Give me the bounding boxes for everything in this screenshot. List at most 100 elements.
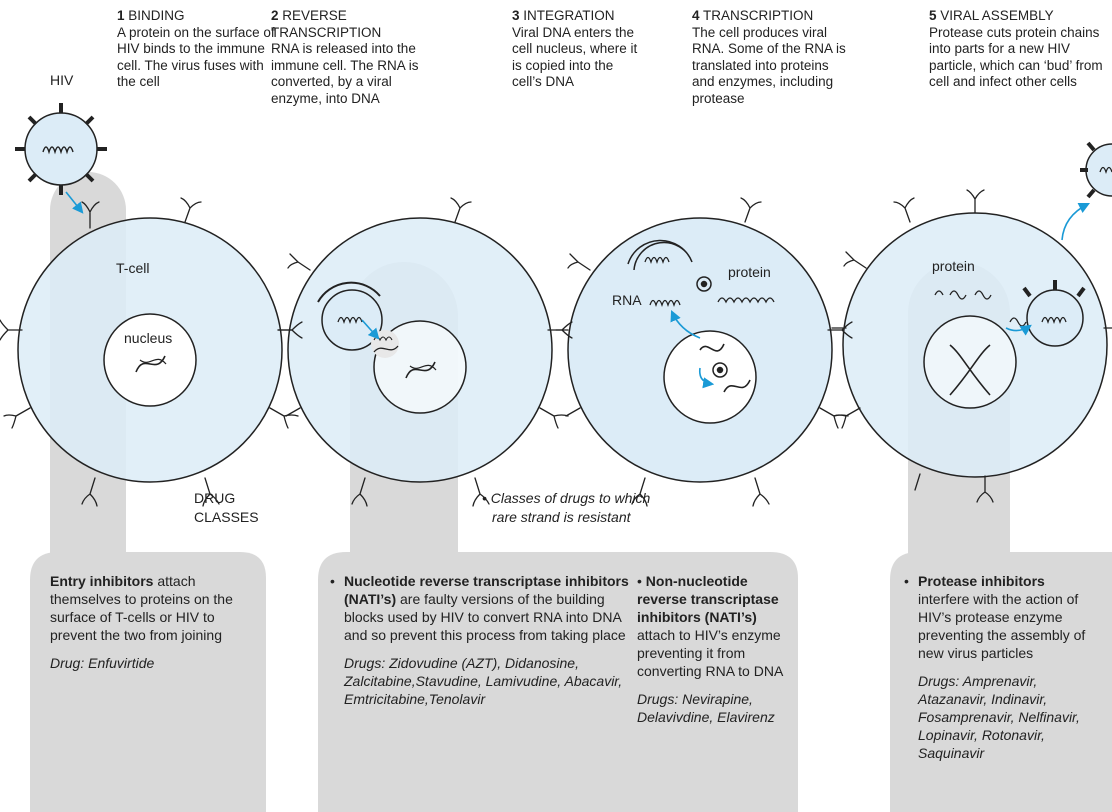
nucleus-label: nucleus bbox=[124, 330, 173, 346]
step-title: REVERSE TRANSCRIPTION bbox=[271, 8, 382, 40]
receptor-icon bbox=[539, 407, 569, 429]
dna-icon bbox=[139, 358, 167, 365]
drug-classes-label-line2: CLASSES bbox=[194, 509, 259, 525]
receptor-icon bbox=[752, 477, 770, 507]
protein-label-4: protein bbox=[728, 264, 771, 280]
step-4-caption: 4 TRANSCRIPTION The cell produces viral … bbox=[692, 8, 852, 108]
receptor-icon bbox=[472, 477, 490, 507]
step-description: RNA is released into the immune cell. Th… bbox=[271, 41, 419, 106]
dna-icon bbox=[699, 343, 725, 352]
receptor-icon bbox=[202, 477, 220, 507]
protease-text: • Protease inhibitors interfere with the… bbox=[904, 573, 1086, 661]
drug-class-bands bbox=[30, 172, 1112, 812]
cell-5 bbox=[842, 212, 1108, 478]
receptor-icon bbox=[893, 197, 915, 223]
receptor-icon bbox=[914, 473, 921, 491]
receptor-icon bbox=[966, 189, 985, 214]
receptor-icon bbox=[3, 407, 31, 429]
entry-inhibitors-desc: attach themselves to proteins on the sur… bbox=[50, 573, 233, 643]
nrti-title: Nucleotide reverse transcriptase inhibit… bbox=[344, 573, 629, 607]
dna-icon bbox=[949, 344, 991, 396]
step-number: 1 bbox=[117, 8, 125, 23]
entry-inhibitors-panel: Entry inhibitors attach themselves to pr… bbox=[50, 572, 240, 672]
receptor-icon bbox=[285, 407, 301, 417]
step-title: TRANSCRIPTION bbox=[703, 8, 814, 23]
protein-wave-icon bbox=[717, 297, 775, 304]
entry-inhibitors-text: Entry inhibitors attach themselves to pr… bbox=[50, 572, 240, 644]
resistance-note-line1: • Classes of drugs to which bbox=[482, 490, 651, 506]
receptor-icon bbox=[287, 253, 311, 271]
step-number: 3 bbox=[512, 8, 520, 23]
receptors bbox=[0, 189, 1112, 507]
receptor-icon bbox=[827, 321, 853, 339]
step-3-caption: 3 INTEGRATION Viral DNA enters the cell … bbox=[512, 8, 642, 91]
protein-fragments-icon bbox=[934, 290, 992, 300]
nucleus-5 bbox=[923, 315, 1017, 409]
step-description: The cell produces viral RNA. Some of the… bbox=[692, 24, 846, 106]
protease-desc: interfere with the action of HIV’s prote… bbox=[918, 591, 1086, 661]
binding-arrow bbox=[65, 191, 84, 214]
receptor-icon bbox=[81, 477, 98, 507]
step-number: 4 bbox=[692, 8, 700, 23]
receptor-icon bbox=[567, 253, 591, 271]
receptor-icon bbox=[565, 407, 581, 417]
step-title: INTEGRATION bbox=[523, 8, 615, 23]
cell-2 bbox=[287, 217, 553, 483]
resistance-note-line2: rare strand is resistant bbox=[492, 509, 631, 525]
nrti-text: • Nucleotide reverse transcriptase inhib… bbox=[330, 573, 629, 643]
step-description: Viral DNA enters the cell nucleus, where… bbox=[512, 24, 638, 90]
nrti-drugs: Drugs: Zidovudine (AZT), Didanosine, Zal… bbox=[344, 655, 623, 707]
protein-label-5: protein bbox=[932, 258, 975, 274]
step-number: 5 bbox=[929, 8, 937, 23]
receptor-icon bbox=[269, 407, 299, 429]
dna-icon bbox=[409, 364, 437, 371]
nrti-panel: • Nucleotide reverse transcriptase inhib… bbox=[330, 572, 630, 708]
step-description: Protease cuts protein chains into parts … bbox=[929, 24, 1103, 90]
receptor-icon bbox=[0, 319, 23, 341]
nnrti-panel: • Non-nucleotide reverse transcriptase i… bbox=[637, 572, 797, 726]
enzyme-icon bbox=[712, 362, 728, 378]
fused-membrane bbox=[627, 239, 693, 271]
dna-icons bbox=[135, 343, 991, 396]
budding-virus bbox=[1026, 289, 1084, 347]
nucleus-1 bbox=[103, 313, 197, 407]
protease-drugs: Drugs: Amprenavir, Atazanavir, Indinavir… bbox=[918, 673, 1080, 761]
tcell-label: T-cell bbox=[116, 260, 150, 276]
dna-icon bbox=[723, 379, 751, 393]
dna-icon bbox=[949, 344, 991, 396]
rna-squiggle-icon bbox=[649, 299, 681, 308]
entry-inhibitors-drugs: Drug: Enfuvirtide bbox=[50, 655, 155, 671]
nnrti-text: • Non-nucleotide reverse transcriptase i… bbox=[637, 573, 784, 679]
receptor-icon bbox=[180, 197, 202, 223]
enzyme-icon bbox=[696, 276, 712, 292]
entry-inhibitors-title: Entry inhibitors bbox=[50, 573, 154, 589]
receptor-icon bbox=[843, 251, 867, 269]
receptor-icon bbox=[833, 407, 861, 429]
step-2-caption: 2 REVERSE TRANSCRIPTION RNA is released … bbox=[271, 8, 421, 108]
band-entry-panel bbox=[30, 552, 266, 812]
released-virus bbox=[1085, 143, 1112, 197]
step-title: VIRAL ASSEMBLY bbox=[940, 8, 1054, 23]
step-5-caption: 5 VIRAL ASSEMBLY Protease cuts protein c… bbox=[929, 8, 1109, 91]
hiv-label: HIV bbox=[50, 72, 74, 88]
cell-1 bbox=[17, 217, 283, 483]
cell-5-contents bbox=[934, 141, 1112, 347]
protease-title: Protease inhibitors bbox=[918, 573, 1045, 589]
receptor-icon bbox=[450, 197, 472, 223]
nnrti-desc: attach to HIV’s enzyme preventing it fro… bbox=[637, 627, 784, 679]
nucleus-4 bbox=[663, 330, 757, 424]
rna-label: RNA bbox=[612, 292, 642, 308]
step-number: 2 bbox=[271, 8, 279, 23]
nnrti-drugs: Drugs: Nevirapine, Delavivdine, Elaviren… bbox=[637, 691, 775, 725]
step-title: BINDING bbox=[128, 8, 185, 23]
rt-arrow bbox=[361, 319, 380, 340]
step-1-caption: 1 BINDING A protein on the surface of HI… bbox=[117, 8, 277, 91]
nrti-desc: are faulty versions of the building bloc… bbox=[344, 591, 626, 643]
band-nrti-panel bbox=[318, 552, 798, 812]
receptor-icon bbox=[976, 475, 994, 503]
cell-4-contents bbox=[627, 239, 775, 389]
step-description: A protein on the surface of HIV binds to… bbox=[117, 24, 275, 90]
band-protease-panel bbox=[890, 552, 1112, 812]
nnrti-title: Non-nucleotide reverse transcriptase inh… bbox=[637, 573, 779, 625]
